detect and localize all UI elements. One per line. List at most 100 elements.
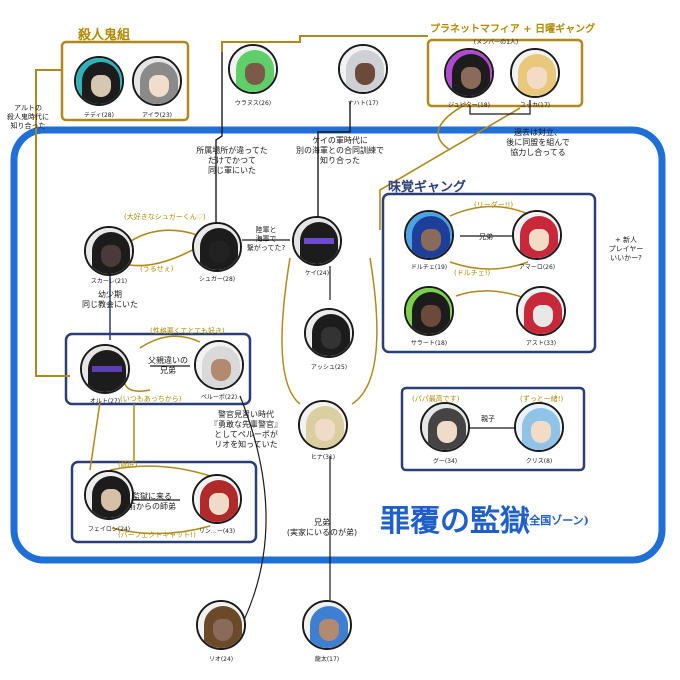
dolce-amaro-note: 兄弟 bbox=[479, 233, 493, 241]
half-brothers-note: 父親違いの 兄弟 bbox=[148, 356, 188, 375]
mafia-taste-link bbox=[379, 107, 521, 230]
gu-chris-note: 親子 bbox=[481, 415, 495, 423]
killers-olto-link bbox=[35, 69, 70, 377]
nahato-kei-link bbox=[317, 102, 351, 218]
dolce-avatar bbox=[404, 210, 454, 260]
olto-avatar bbox=[80, 344, 130, 394]
pepper-olto-yellow-note: (いつもあっちから) bbox=[120, 395, 182, 403]
left-side-note: アルトの 殺人鬼時代に 知り合った bbox=[7, 104, 49, 130]
gu-chris-box bbox=[400, 386, 586, 472]
salat-name: サラート(18) bbox=[410, 340, 448, 347]
aira-name: アイラ(23) bbox=[141, 112, 173, 119]
sugar-scarlet-note: (うるせぇ) bbox=[140, 265, 174, 273]
jupiter-avatar bbox=[444, 48, 494, 98]
scarlet-avatar bbox=[84, 226, 134, 276]
lina-name: リン…ー(43) bbox=[198, 528, 236, 535]
gu-name: グー(34) bbox=[432, 458, 458, 465]
prison-frame bbox=[10, 126, 666, 564]
sugar-avatar bbox=[192, 222, 242, 272]
prison-subtitle: (全国ゾーン) bbox=[524, 514, 589, 527]
sugar-kei-note: 陸軍と 海軍で 繋がってた? bbox=[246, 226, 286, 252]
killers-group-title: 殺人鬼組 bbox=[78, 28, 131, 43]
uranus-mafia-link bbox=[221, 35, 428, 52]
hina-name: ヒナ(31) bbox=[310, 454, 336, 461]
teddy-name: テディ(28) bbox=[84, 112, 114, 119]
killers-box bbox=[60, 40, 190, 122]
uranus-name: ウラヌス(26) bbox=[234, 100, 272, 107]
aira-avatar bbox=[132, 56, 182, 106]
jupiter-note-link bbox=[437, 103, 467, 151]
chris-avatar bbox=[514, 402, 564, 452]
kei-hina-arc bbox=[281, 257, 301, 405]
amaro-name: アマーロ(26) bbox=[518, 264, 556, 271]
amaro-dolce-yellow-note: (ドルチェ!) bbox=[454, 269, 491, 277]
olto-pepper-box bbox=[64, 332, 252, 406]
pepper-name: ペルーポ(22) bbox=[200, 394, 238, 401]
assha-avatar bbox=[304, 308, 354, 358]
feilong-lina-box bbox=[70, 460, 258, 544]
asto-name: アスト(33) bbox=[525, 340, 557, 347]
uranus-avatar bbox=[228, 44, 278, 94]
yukka-avatar bbox=[510, 48, 560, 98]
hina-avatar bbox=[298, 400, 348, 450]
yukka-name: ユッカ(17) bbox=[519, 102, 551, 109]
olto-feilong-arc bbox=[89, 401, 101, 471]
feilong-avatar bbox=[84, 470, 134, 520]
jupiter-name: ジュピター(18) bbox=[448, 102, 490, 109]
olto-name: オルト(27) bbox=[89, 398, 121, 405]
kei-nahato-note: ケイの軍時代に 別の海軍との合同訓練で 知り合った bbox=[296, 136, 384, 165]
mafia-box bbox=[426, 38, 584, 108]
gu-avatar bbox=[420, 402, 470, 452]
scarlet-sugar-note: (大好きなシュガーくん♡) bbox=[124, 213, 206, 221]
chris-name: クリス(8) bbox=[525, 458, 553, 465]
dolce-amaro-arc-top bbox=[449, 205, 529, 217]
pepper-rio-link bbox=[239, 395, 267, 621]
feilong-lina-arc bbox=[109, 465, 211, 477]
dolce-name: ドルチェ(19) bbox=[410, 264, 448, 271]
scarlet-name: スカーレ(21) bbox=[90, 278, 128, 285]
kei-name: ケイ(24) bbox=[304, 270, 330, 277]
feilong-lina-yellow-note: (師匠) bbox=[118, 461, 138, 469]
asto-avatar bbox=[516, 286, 566, 336]
uranus-sugar-link bbox=[215, 52, 223, 222]
nahato-avatar bbox=[338, 44, 388, 94]
hina-ryota-note: 兄弟 (実家にいるのが弟) bbox=[286, 518, 358, 537]
rio-name: リオ(24) bbox=[208, 656, 234, 663]
lina-avatar bbox=[192, 474, 242, 524]
taste-gang-box bbox=[381, 192, 597, 354]
ryota-avatar bbox=[302, 600, 352, 650]
mafia-group-title: プラネットマフィア + 日曜ギャング bbox=[430, 24, 596, 35]
kei-avatar bbox=[292, 216, 342, 266]
ryota-name: 龍太(17) bbox=[314, 656, 340, 663]
nahato-name: ナハト(17) bbox=[347, 100, 379, 107]
sugar-uranus-note: 所属場所が違ってた だけでかつて 同じ軍にいた bbox=[196, 146, 268, 175]
feilong-name: フェイロン(24) bbox=[87, 526, 131, 533]
church-note: 幼少期 同じ教会にいた bbox=[82, 290, 138, 309]
taste-gang-title: 味覚ギャング bbox=[388, 180, 467, 195]
assha-name: アッシュ(25) bbox=[310, 364, 348, 371]
mafia-rivals-link bbox=[469, 100, 531, 115]
olto-pepper-arc bbox=[139, 335, 201, 349]
hina-kei-arc bbox=[351, 257, 378, 405]
teddy-avatar bbox=[74, 56, 124, 106]
plus-new-note: + 新人 プレイヤー いいかー? bbox=[608, 236, 644, 262]
chris-yellow-note: (ずっと一緒!) bbox=[520, 395, 564, 403]
lina-feilong-yellow-note: (パーフェクトキャット!) bbox=[118, 531, 196, 539]
gu-yellow-note: (パパ最高です) bbox=[412, 395, 460, 403]
olto-pepper-yellow-note: (性格悪くてとても好き) bbox=[150, 327, 225, 335]
dolce-amaro-arc-bottom bbox=[449, 261, 529, 270]
pepper-avatar bbox=[194, 340, 244, 390]
rio-avatar bbox=[196, 600, 246, 650]
salat-avatar bbox=[404, 286, 454, 336]
mafia-sub-label: (メンバーの1人) bbox=[473, 39, 519, 46]
feilong-lina-note: 監獄に来る 前からの師弟 bbox=[128, 492, 176, 511]
prison-title: 罪覆の監獄 bbox=[380, 504, 530, 539]
dolce-amaro-yellow-note: (リーダー!!) bbox=[474, 201, 514, 209]
sugar-name: シュガー(28) bbox=[198, 276, 236, 283]
mafia-rivals-note: 過去は対立、 後に同盟を組んで 協力し合ってる bbox=[506, 128, 570, 157]
lina-feilong-arc bbox=[111, 525, 211, 535]
police-note: 警官見習い時代 『勇敢な先輩警官』 としてペルーポが リオを知っていた bbox=[210, 410, 282, 449]
amaro-avatar bbox=[512, 210, 562, 260]
